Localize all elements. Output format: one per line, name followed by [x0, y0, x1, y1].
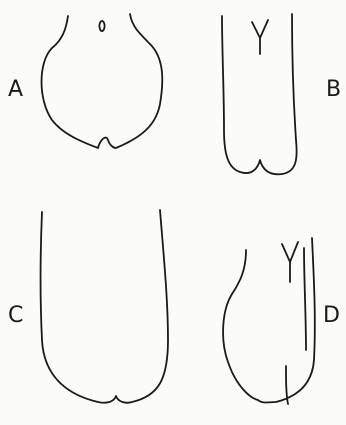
- panel-b-y-mark: [252, 20, 268, 54]
- panel-b-outline: [222, 14, 297, 174]
- label-d: D: [323, 305, 340, 327]
- panel-d-shape: [223, 238, 315, 403]
- label-a: A: [8, 79, 23, 101]
- panel-a-shape: [42, 14, 163, 148]
- panel-d-y-mark: [282, 242, 298, 282]
- label-c: C: [8, 305, 23, 327]
- panel-d-right-line: [304, 248, 306, 350]
- panel-a-outline: [42, 14, 163, 148]
- label-b: B: [326, 79, 341, 101]
- panel-d-outline: [223, 238, 315, 404]
- panel-c-shape: [41, 210, 169, 403]
- panel-d-inner-line: [286, 366, 288, 404]
- panel-c-outline: [41, 210, 169, 403]
- panel-a-opening: [99, 21, 104, 31]
